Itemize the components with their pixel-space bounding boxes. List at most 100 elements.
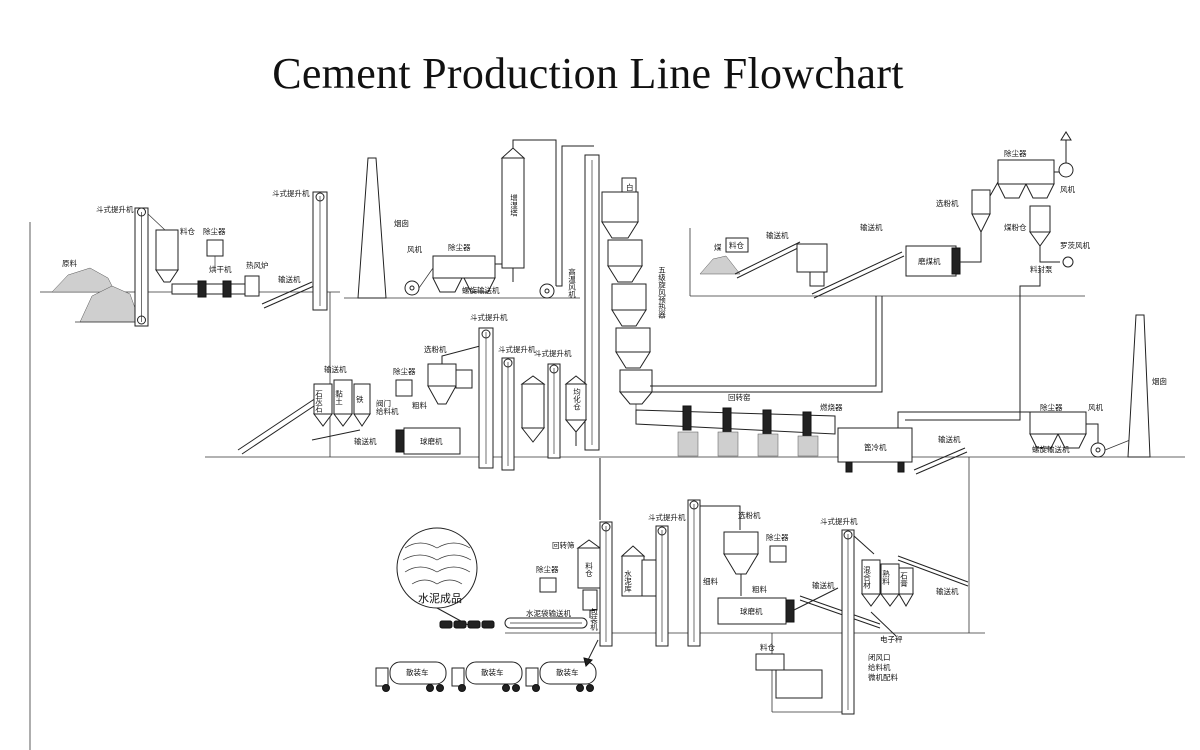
bucket-elevator-8 xyxy=(687,499,741,647)
truck-icon-2 xyxy=(451,661,523,692)
label-dust-collector-5: 除尘器 xyxy=(393,366,416,376)
label-bucket-elevator-1: 斗式提升机 xyxy=(96,204,134,214)
rotary-kiln xyxy=(635,296,883,457)
bag-row xyxy=(439,620,495,629)
label-electronic-scale: 电子秤 xyxy=(880,634,903,644)
truck-icon-3 xyxy=(525,661,597,692)
label-high-temp-fan: 高温风机 xyxy=(567,267,576,300)
label-bucket-elevator-6: 斗式提升机 xyxy=(648,512,686,522)
coal-pipe-to-kiln xyxy=(905,268,1041,421)
dust-collector-3 xyxy=(1029,411,1087,449)
truck-icon xyxy=(375,661,447,692)
homogenizing-silo xyxy=(564,375,588,446)
label-packing-machine: 包装机 xyxy=(589,607,598,632)
bucket-elevator-5 xyxy=(547,363,561,459)
label-raw-material: 原料 xyxy=(62,258,77,268)
coal-mill xyxy=(905,245,961,277)
dust-collector-5 xyxy=(395,379,413,397)
label-dust-collector-1: 除尘器 xyxy=(203,226,226,236)
label-raw-conveyor-2: 输送机 xyxy=(354,436,377,446)
label-dust-collector-3: 除尘器 xyxy=(1040,402,1063,412)
label-raw-silo: 料仓 xyxy=(180,226,195,236)
label-bulk-truck-1: 散装车 xyxy=(406,667,429,677)
label-burner: 燃烧器 xyxy=(820,402,843,412)
label-fan-1: 风机 xyxy=(407,244,422,254)
label-mixing-material: 混合材 xyxy=(862,566,871,589)
label-gypsum: 石膏 xyxy=(899,572,908,588)
clinker-cooler xyxy=(837,411,1030,473)
label-humidifier-tower: 增湿塔 xyxy=(509,193,518,218)
label-silo-bottom: 料仓 xyxy=(584,561,593,578)
label-batching-note-2: 给料机 xyxy=(868,662,891,672)
label-feed-pump: 料封泵 xyxy=(1030,264,1053,274)
label-dust-collector-7: 除尘器 xyxy=(766,532,789,542)
ground-lines xyxy=(29,222,1185,750)
clinker-gypsum-bins xyxy=(861,559,914,607)
label-dust-collector-2: 除尘器 xyxy=(448,242,471,252)
label-bucket-elevator-4: 斗式提升机 xyxy=(498,344,536,354)
roots-blower xyxy=(1062,256,1074,268)
fan-2 xyxy=(1086,423,1131,458)
label-valve-feeder: 阀门 xyxy=(376,399,391,408)
label-fan-2: 风机 xyxy=(1088,402,1104,412)
label-crusher-silo: 料仓 xyxy=(760,642,775,652)
coal-conveyor-2 xyxy=(811,251,905,299)
label-roots-blower: 罗茨风机 xyxy=(1060,240,1090,250)
conveyor-cooler xyxy=(913,447,968,475)
dust-collector-2 xyxy=(418,255,496,293)
cement-conveyor xyxy=(799,595,881,629)
label-raw-coarse: 粗料 xyxy=(412,400,427,410)
label-bucket-elevator-5: 斗式提升机 xyxy=(534,348,572,358)
coal-pile xyxy=(699,255,741,275)
cement-separator xyxy=(723,531,759,596)
label-bucket-elevator-2: 斗式提升机 xyxy=(272,188,310,198)
arrow-down-icon xyxy=(583,657,593,667)
label-iron: 铁 xyxy=(356,394,364,404)
label-clay: 黏土 xyxy=(334,389,343,406)
label-raw-conveyor: 输送机 xyxy=(324,364,347,374)
raw-silo-2 xyxy=(520,375,546,443)
label-clinker: 熟料 xyxy=(881,569,890,587)
dust-collector-4 xyxy=(989,159,1055,199)
high-temp-fan xyxy=(539,145,594,299)
label-dust-collector-4: 除尘器 xyxy=(1004,148,1027,158)
label-batching-note-3: 微机配料 xyxy=(868,672,898,682)
arrow-up-icon xyxy=(1060,131,1072,141)
label-raw-ball-mill: 球磨机 xyxy=(420,436,443,446)
label-coal-mill: 磨煤机 xyxy=(918,256,941,266)
label-coal: 煤 xyxy=(714,242,722,252)
label-cement-conveyor: 输送机 xyxy=(812,580,835,590)
label-cement-separator: 选粉机 xyxy=(738,510,761,520)
chimney-1 xyxy=(357,157,387,299)
label-fine-material: 细料 xyxy=(703,576,718,586)
bucket-elevator-6 xyxy=(599,521,613,647)
finished-cement-bag-pile xyxy=(396,527,478,627)
humidifier-tower xyxy=(495,139,557,286)
bucket-elevator-9 xyxy=(841,529,875,715)
label-coal-conveyor-2: 输送机 xyxy=(860,222,883,232)
label-cement-silo: 水泥库 xyxy=(623,569,632,594)
label-batching-note-1: 闭风口 xyxy=(868,653,891,662)
label-rotary-kiln: 回转窑 xyxy=(728,392,751,402)
label-bucket-elevator-3: 斗式提升机 xyxy=(470,312,508,322)
label-rotary-screen: 回转筛 xyxy=(552,540,575,550)
label-chimney-1: 烟囱 xyxy=(394,218,409,228)
raw-separator xyxy=(427,345,481,405)
cement-ball-mill xyxy=(717,587,839,625)
label-coal-conveyor-1: 输送机 xyxy=(766,230,789,240)
label-hot-furnace: 热风炉 xyxy=(246,260,269,270)
label-clinker-conveyor: 输送机 xyxy=(936,586,959,596)
coal-separator xyxy=(956,189,991,263)
coal-silo xyxy=(725,237,749,253)
scale-line xyxy=(870,611,897,637)
raw-material-pile xyxy=(51,267,145,323)
label-coal-separator: 选粉机 xyxy=(936,198,959,208)
label-finished-cement: 水泥成品 xyxy=(418,592,462,605)
bucket-elevator-4 xyxy=(501,357,515,471)
label-valve-feeder-2: 给料机 xyxy=(376,406,399,416)
label-preheater: 五级旋风预热器 xyxy=(657,266,666,320)
coal-powder-bin xyxy=(1029,205,1060,263)
label-screw-conveyor-1: 螺旋输送机 xyxy=(462,285,500,295)
bucket-elevator-7 xyxy=(655,525,669,647)
